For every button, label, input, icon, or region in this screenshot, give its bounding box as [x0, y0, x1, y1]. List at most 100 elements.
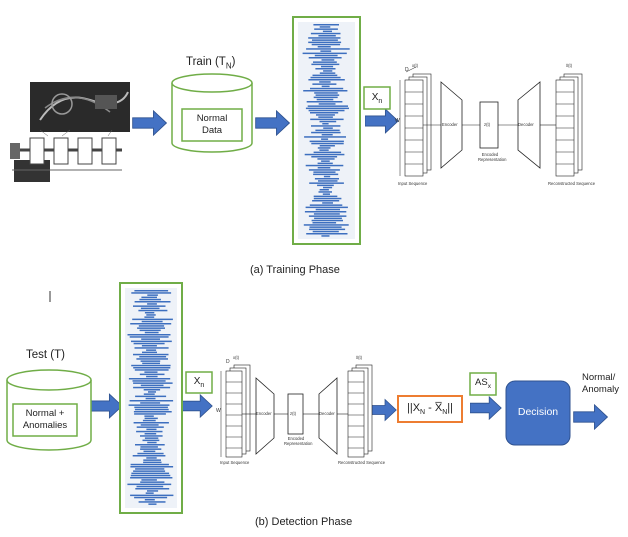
test-series-trace: [144, 417, 158, 420]
test-series-trace: [136, 485, 164, 488]
train-series-trace: [310, 112, 339, 114]
train-series-trace: [309, 226, 342, 228]
test-series-trace: [134, 406, 168, 409]
train-series-trace: [322, 123, 329, 125]
train-series-trace: [319, 26, 331, 28]
train-series-trace: [316, 98, 334, 101]
train-series-trace: [312, 222, 337, 224]
detection-phase-caption: (b) Detection Phase: [255, 516, 353, 528]
train-series-trace: [312, 200, 340, 202]
train-series-trace: [315, 68, 336, 70]
test-series-trace: [130, 323, 172, 325]
test-series-trace: [130, 494, 174, 497]
train-series-trace: [309, 228, 346, 231]
test-output-seq-label: Reconstructed Sequence: [338, 460, 386, 465]
test-series-trace: [131, 472, 170, 475]
train-series-trace: [316, 114, 335, 116]
train-series-trace: [319, 120, 337, 123]
test-series-trace: [127, 334, 171, 336]
test-series-trace: [140, 446, 158, 448]
test-timeseries-panel: [119, 282, 183, 514]
train-series-trace: [318, 103, 336, 105]
anomaly-score-box: [397, 395, 463, 423]
test-series-trace: [140, 360, 161, 362]
test-series-trace: [133, 422, 169, 424]
test-series-trace: [141, 479, 157, 481]
anomaly-score-var: ASx: [475, 377, 491, 390]
test-series-trace: [130, 477, 173, 479]
train-series-trace: [302, 52, 347, 55]
test-series-trace: [133, 367, 171, 369]
test-series-trace: [142, 419, 156, 422]
test-x-symbol: x(t): [233, 355, 240, 360]
test-series-trace: [138, 309, 168, 312]
test-series-trace: [143, 459, 161, 461]
train-series-trace: [313, 151, 342, 154]
test-series-trace: [140, 384, 164, 387]
test-series-trace: [134, 301, 171, 303]
train-series-trace: [323, 70, 333, 72]
arrow-decision-output: [573, 404, 608, 430]
train-series-trace: [310, 32, 341, 35]
train-series-trace: [311, 63, 340, 66]
test-decoder-label: Decoder: [319, 411, 335, 416]
test-series-trace: [127, 483, 172, 486]
train-series-trace: [311, 43, 341, 46]
train-series-trace: [308, 215, 347, 217]
train-series-trace: [315, 208, 340, 211]
test-series-trace: [130, 466, 174, 468]
test-series-trace: [141, 338, 160, 340]
train-series-trace: [321, 85, 330, 88]
train-series-trace: [321, 138, 329, 140]
test-series-trace: [147, 490, 159, 492]
machinery-illustration: [10, 82, 130, 182]
train-encoder-label: Encoder: [442, 122, 458, 127]
train-series-trace: [313, 197, 342, 200]
test-dim-w: W: [216, 408, 221, 414]
train-autoencoder: [399, 66, 583, 177]
test-series-trace: [146, 457, 157, 459]
test-series-trace: [144, 371, 158, 373]
train-series-trace: [322, 202, 333, 204]
test-series-trace: [144, 312, 155, 314]
test-series-trace: [146, 349, 157, 351]
test-series-trace: [139, 329, 161, 332]
train-series-trace: [314, 54, 338, 57]
train-series-trace: [308, 169, 340, 171]
anomaly-score-var-box: [469, 372, 497, 396]
test-series-trace: [145, 397, 156, 400]
anomaly-score-formula: ||XN - X̅N||: [406, 402, 454, 417]
train-series-trace: [317, 158, 335, 160]
train-series-trace: [304, 136, 346, 138]
test-series-trace: [145, 492, 154, 494]
test-series-trace: [135, 488, 170, 490]
test-series-trace: [133, 470, 166, 472]
train-x-symbol: x(t): [412, 63, 419, 68]
test-xhat-symbol: x̂(t): [356, 355, 363, 360]
output-label: Normal/Anomaly: [582, 372, 619, 395]
test-series-trace: [140, 307, 160, 310]
train-input-var-box: [363, 86, 391, 110]
train-series-trace: [319, 145, 335, 147]
decision-box: [505, 380, 571, 446]
test-series-trace: [144, 331, 159, 334]
train-series-trace: [317, 147, 331, 149]
arrow-test-to-series: [89, 393, 123, 419]
test-series-trace: [139, 373, 165, 376]
train-series-trace: [319, 72, 336, 74]
train-series-trace: [305, 164, 344, 167]
test-series-trace: [142, 362, 160, 365]
test-series-trace: [131, 364, 171, 367]
test-series-trace: [136, 426, 164, 428]
train-series-trace: [312, 74, 338, 77]
test-series-trace: [128, 378, 171, 380]
train-series-trace: [317, 162, 333, 165]
test-datastore-label: Normal +Anomalies: [22, 408, 68, 431]
test-series-trace: [147, 303, 157, 305]
train-series-trace: [313, 171, 336, 173]
arrow-series-to-autoencoder-train: [365, 108, 399, 134]
test-input-seq-label: Input Sequence: [220, 460, 250, 465]
arrow-score-to-decision: [470, 396, 502, 420]
